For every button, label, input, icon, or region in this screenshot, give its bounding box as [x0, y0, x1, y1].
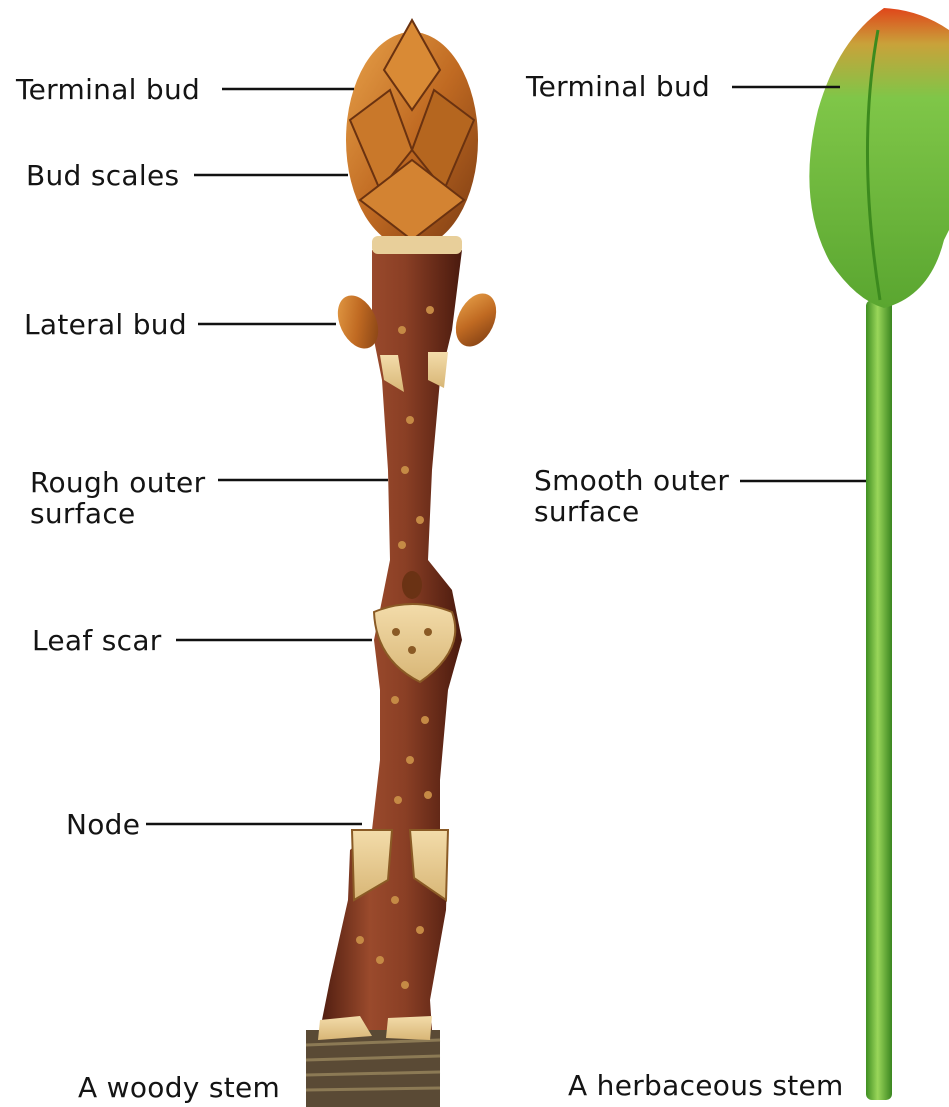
woody-terminal-bud — [346, 20, 478, 254]
caption-woody-stem: A woody stem — [78, 1072, 280, 1103]
caption-herbaceous-stem: A herbaceous stem — [568, 1070, 844, 1101]
woody-stem-illustration — [306, 20, 504, 1107]
leader-lines — [146, 87, 866, 824]
label-node: Node — [66, 809, 140, 840]
herbaceous-stem-illustration — [809, 8, 949, 1100]
label-rough-surface: Rough outer surface — [30, 467, 205, 529]
label-lateral-bud: Lateral bud — [24, 309, 187, 340]
label-terminal-bud-herb: Terminal bud — [526, 71, 710, 102]
herbaceous-stem-body — [866, 300, 892, 1100]
label-smooth-surface: Smooth outer surface — [534, 465, 729, 527]
label-leaf-scar: Leaf scar — [32, 625, 162, 656]
label-terminal-bud-woody: Terminal bud — [16, 74, 200, 105]
label-bud-scales: Bud scales — [26, 160, 179, 191]
herbaceous-terminal-bud — [809, 8, 949, 308]
